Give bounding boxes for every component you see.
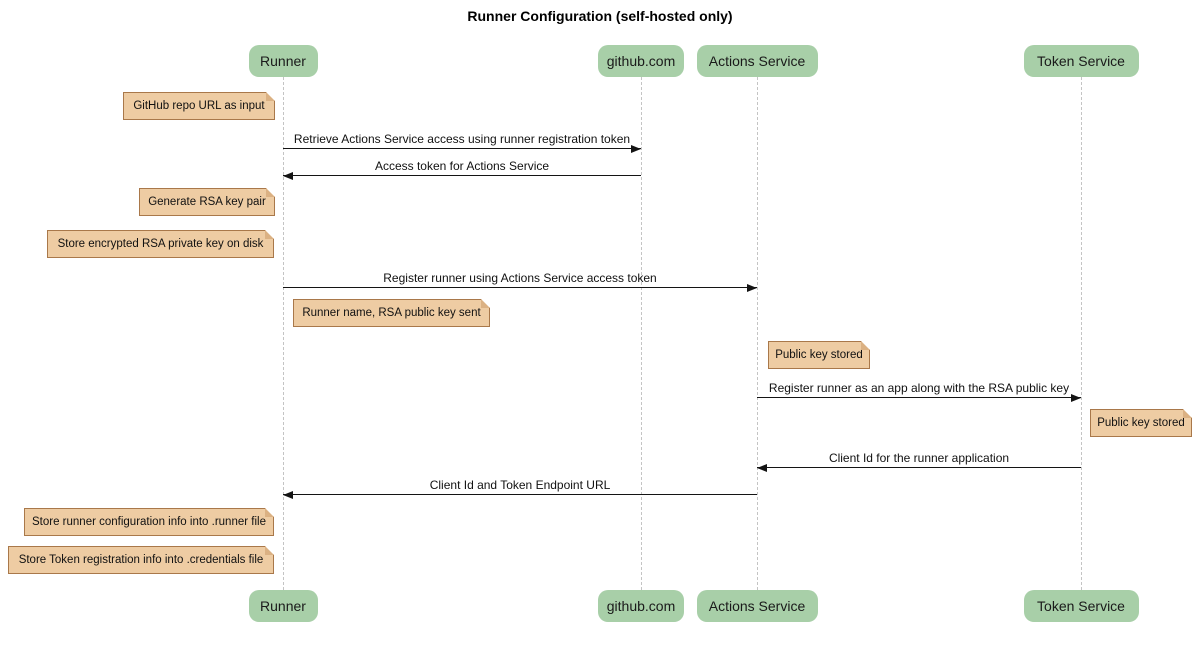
message-label: Access token for Actions Service [374, 159, 550, 173]
note-label: Store runner configuration info into .ru… [32, 516, 266, 528]
diagram-title: Runner Configuration (self-hosted only) [467, 8, 733, 24]
message-label: Client Id for the runner application [828, 451, 1010, 465]
participant-lifeline [283, 77, 284, 590]
note-label: Public key stored [775, 349, 863, 361]
message: Register runner using Actions Service ac… [283, 270, 757, 292]
note: GitHub repo URL as input [123, 92, 275, 120]
message-label: Retrieve Actions Service access using ru… [293, 132, 631, 146]
arrowhead-icon [631, 145, 641, 153]
note: Store encrypted RSA private key on disk [47, 230, 274, 258]
message-line [283, 494, 757, 495]
message: Client Id for the runner application [757, 450, 1081, 472]
participant-label: github.com [606, 53, 676, 69]
note: Store Token registration info into .cred… [8, 546, 274, 574]
message-line [283, 287, 757, 288]
note-label: Runner name, RSA public key sent [302, 307, 481, 319]
participant-label: Token Service [1037, 53, 1125, 69]
message-line [757, 397, 1081, 398]
arrowhead-icon [283, 491, 293, 499]
message-label: Register runner as an app along with the… [768, 381, 1070, 395]
note-label: Generate RSA key pair [148, 196, 266, 208]
message-line [283, 148, 641, 149]
participant-lifeline [1081, 77, 1082, 590]
participant-label: Actions Service [708, 53, 806, 69]
participant-box: github.com [598, 590, 684, 622]
participant-lifeline [641, 77, 642, 590]
participant-label: github.com [606, 598, 676, 614]
participant-label: Runner [260, 53, 306, 69]
note-label: Store encrypted RSA private key on disk [57, 238, 264, 250]
arrowhead-icon [747, 284, 757, 292]
participant-box: Actions Service [696, 45, 818, 77]
participant-label: Actions Service [708, 598, 806, 614]
message-label: Client Id and Token Endpoint URL [429, 478, 611, 492]
participant-box: Token Service [1023, 590, 1139, 622]
participant-box: Token Service [1023, 45, 1139, 77]
note: Store runner configuration info into .ru… [24, 508, 274, 536]
message: Client Id and Token Endpoint URL [283, 477, 757, 499]
note: Runner name, RSA public key sent [293, 299, 490, 327]
note-label: GitHub repo URL as input [133, 100, 265, 112]
arrowhead-icon [1071, 394, 1081, 402]
message-line [757, 467, 1081, 468]
arrowhead-icon [283, 172, 293, 180]
participant-label: Runner [260, 598, 306, 614]
arrowhead-icon [757, 464, 767, 472]
message: Access token for Actions Service [283, 158, 641, 180]
message-line [283, 175, 641, 176]
participant-box: Actions Service [696, 590, 818, 622]
message: Register runner as an app along with the… [757, 380, 1081, 402]
participant-label: Token Service [1037, 598, 1125, 614]
note: Public key stored [768, 341, 870, 369]
note-label: Store Token registration info into .cred… [18, 554, 264, 566]
participant-lifeline [757, 77, 758, 590]
note: Public key stored [1090, 409, 1192, 437]
note-label: Public key stored [1097, 417, 1185, 429]
message-label: Register runner using Actions Service ac… [383, 271, 657, 285]
note: Generate RSA key pair [139, 188, 275, 216]
participant-box: Runner [248, 45, 318, 77]
participant-box: github.com [598, 45, 684, 77]
message: Retrieve Actions Service access using ru… [283, 131, 641, 153]
participant-box: Runner [248, 590, 318, 622]
